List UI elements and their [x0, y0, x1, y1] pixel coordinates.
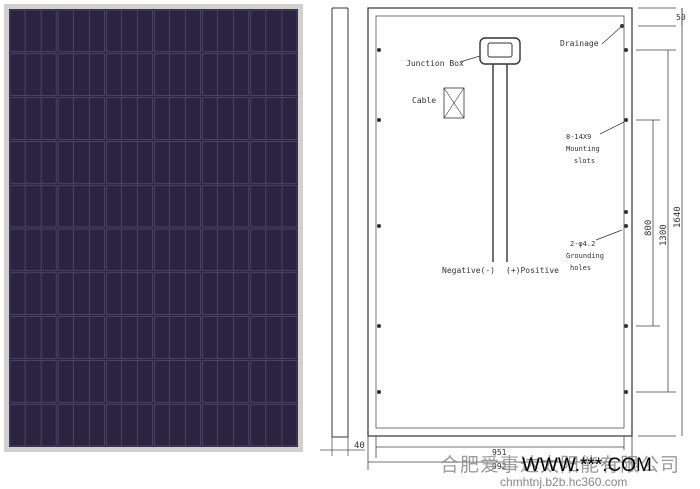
solar-cell	[202, 316, 250, 359]
mounting-slots-label-2: Mounting	[566, 145, 600, 153]
junction-box-label: Junction Box	[406, 59, 464, 68]
solar-cell	[9, 97, 57, 140]
solar-cell	[106, 184, 153, 228]
rear-view-drawing: Junction Box Negative(-) (+)Positive Cab…	[367, 7, 686, 471]
inner-slot-dimension: 800	[644, 220, 654, 236]
frame-inner	[375, 15, 625, 429]
solar-cell	[202, 9, 250, 53]
solar-cell	[202, 272, 250, 315]
solar-cell	[154, 316, 201, 359]
depth-dimension: 40	[354, 441, 365, 451]
solar-cell	[154, 97, 201, 140]
solar-cell	[154, 9, 201, 53]
solar-cell	[57, 97, 105, 140]
solar-cell	[250, 141, 298, 184]
solar-cell	[9, 184, 57, 228]
solar-cell	[106, 316, 153, 359]
solar-cell	[9, 360, 57, 403]
top-offset-dimension: 50	[676, 13, 686, 22]
watermark-url: chmhtnj.b2b.hc360.com	[500, 475, 628, 489]
solar-cell	[250, 184, 298, 228]
solar-cell	[250, 228, 298, 272]
solar-cell	[202, 97, 250, 140]
solar-panel-photo	[4, 4, 303, 452]
side-view-drawing: 40	[320, 7, 365, 456]
frame-outer	[367, 7, 633, 437]
solar-cell	[250, 9, 298, 53]
solar-cell	[106, 141, 153, 184]
width-dimension: 992	[492, 462, 507, 471]
solar-cell	[57, 53, 105, 96]
solar-cell	[202, 141, 250, 184]
mounting-slots-label-3: slots	[574, 157, 595, 165]
solar-cell	[202, 184, 250, 228]
solar-cell	[250, 272, 298, 315]
solar-cell	[57, 228, 105, 272]
solar-cell	[106, 360, 153, 403]
panel-cells	[9, 9, 298, 447]
grounding-label-2: Grounding	[566, 252, 604, 260]
drainage-label: Drainage	[560, 39, 599, 48]
solar-cell	[9, 316, 57, 359]
solar-cell	[154, 184, 201, 228]
solar-cell	[154, 272, 201, 315]
cable-label: Cable	[412, 96, 436, 105]
solar-cell	[154, 53, 201, 96]
solar-cell	[154, 228, 201, 272]
solar-cell	[106, 53, 153, 96]
mounting-slots-label-1: 8-14X9	[566, 133, 591, 141]
solar-cell	[57, 360, 105, 403]
watermark-site: WWW.***.COM	[522, 455, 652, 476]
solar-cell	[154, 141, 201, 184]
grounding-hole	[624, 224, 628, 228]
watermark-company: 合肥爱事达太阳能有限公司	[440, 454, 681, 476]
solar-cell	[57, 272, 105, 315]
solar-cell	[57, 316, 105, 359]
negative-label: Negative(-)	[442, 266, 495, 275]
mounting-slot	[624, 118, 628, 122]
solar-cell	[250, 316, 298, 359]
outer-slot-dimension: 1300	[659, 224, 669, 246]
solar-cell	[106, 9, 153, 53]
solar-cell	[57, 403, 105, 447]
solar-cell	[154, 403, 201, 447]
mounting-slot	[624, 324, 628, 328]
solar-cell	[250, 360, 298, 403]
solar-cell	[57, 141, 105, 184]
solar-cell	[9, 53, 57, 96]
inner-width-dimension: 951	[492, 448, 507, 457]
solar-cell	[106, 272, 153, 315]
solar-cell	[9, 9, 57, 53]
solar-cell	[202, 228, 250, 272]
junction-box	[479, 37, 521, 65]
solar-cell	[250, 97, 298, 140]
positive-label: (+)Positive	[506, 266, 559, 275]
solar-cell	[9, 228, 57, 272]
solar-cell	[106, 228, 153, 272]
mounting-slot	[624, 48, 628, 52]
height-dimension: 1640	[673, 206, 683, 228]
solar-cell	[9, 403, 57, 447]
panel-cell-area	[9, 9, 298, 447]
mounting-slot	[624, 390, 628, 394]
solar-cell	[106, 403, 153, 447]
solar-cell	[57, 184, 105, 228]
solar-cell	[106, 97, 153, 140]
cable-label-box	[443, 87, 465, 119]
solar-cell	[250, 53, 298, 96]
solar-cell	[9, 141, 57, 184]
solar-cell	[57, 9, 105, 53]
solar-cell	[154, 360, 201, 403]
solar-cell	[202, 403, 250, 447]
solar-cell	[9, 272, 57, 315]
solar-cell	[202, 53, 250, 96]
solar-cell	[202, 360, 250, 403]
grounding-label-1: 2-φ4.2	[570, 240, 595, 248]
solar-cell	[250, 403, 298, 447]
grounding-label-3: holes	[570, 264, 591, 272]
